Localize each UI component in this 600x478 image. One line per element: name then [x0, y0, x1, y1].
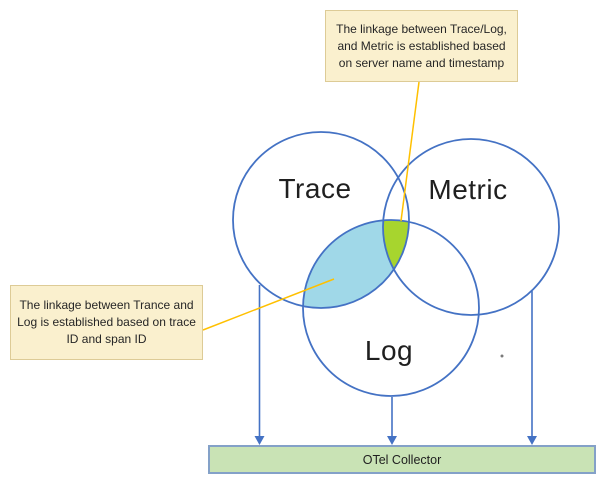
- callout-text-line: Log is established based on trace: [17, 315, 196, 329]
- left-callout-connector-line: [202, 278, 335, 331]
- log-to-collector-arrowhead: [387, 436, 397, 445]
- callout-text-line: ID and span ID: [66, 332, 147, 346]
- otel-collector-label: OTel Collector: [362, 452, 442, 467]
- callout-text-line: The linkage between Trance and: [19, 298, 194, 312]
- trace-log-linkage-callout: The linkage between Trance and Log is es…: [10, 285, 203, 360]
- metric-linkage-callout: The linkage between Trace/Log, and Metri…: [325, 10, 518, 82]
- trace-circle: [232, 131, 410, 309]
- log-circle: [302, 219, 480, 397]
- top-callout-connector-line: [400, 81, 420, 222]
- trace-to-collector-arrowhead: [254, 436, 265, 445]
- overlap-trace-log: [303, 220, 409, 308]
- otel-collector-box: OTel Collector: [208, 445, 596, 474]
- callout-text-line: and Metric is established based: [337, 38, 506, 53]
- stray-dot: [500, 354, 504, 358]
- callout-text-line: on server name and timestamp: [338, 55, 505, 70]
- log-circle-label: Log: [364, 335, 414, 366]
- callout-text-line: The linkage between Trace/Log,: [336, 21, 507, 36]
- trace-circle-label: Trace: [278, 173, 352, 204]
- metric-circle: [382, 138, 560, 316]
- metric-to-collector-arrowhead: [527, 436, 537, 445]
- metric-circle-label: Metric: [428, 174, 508, 205]
